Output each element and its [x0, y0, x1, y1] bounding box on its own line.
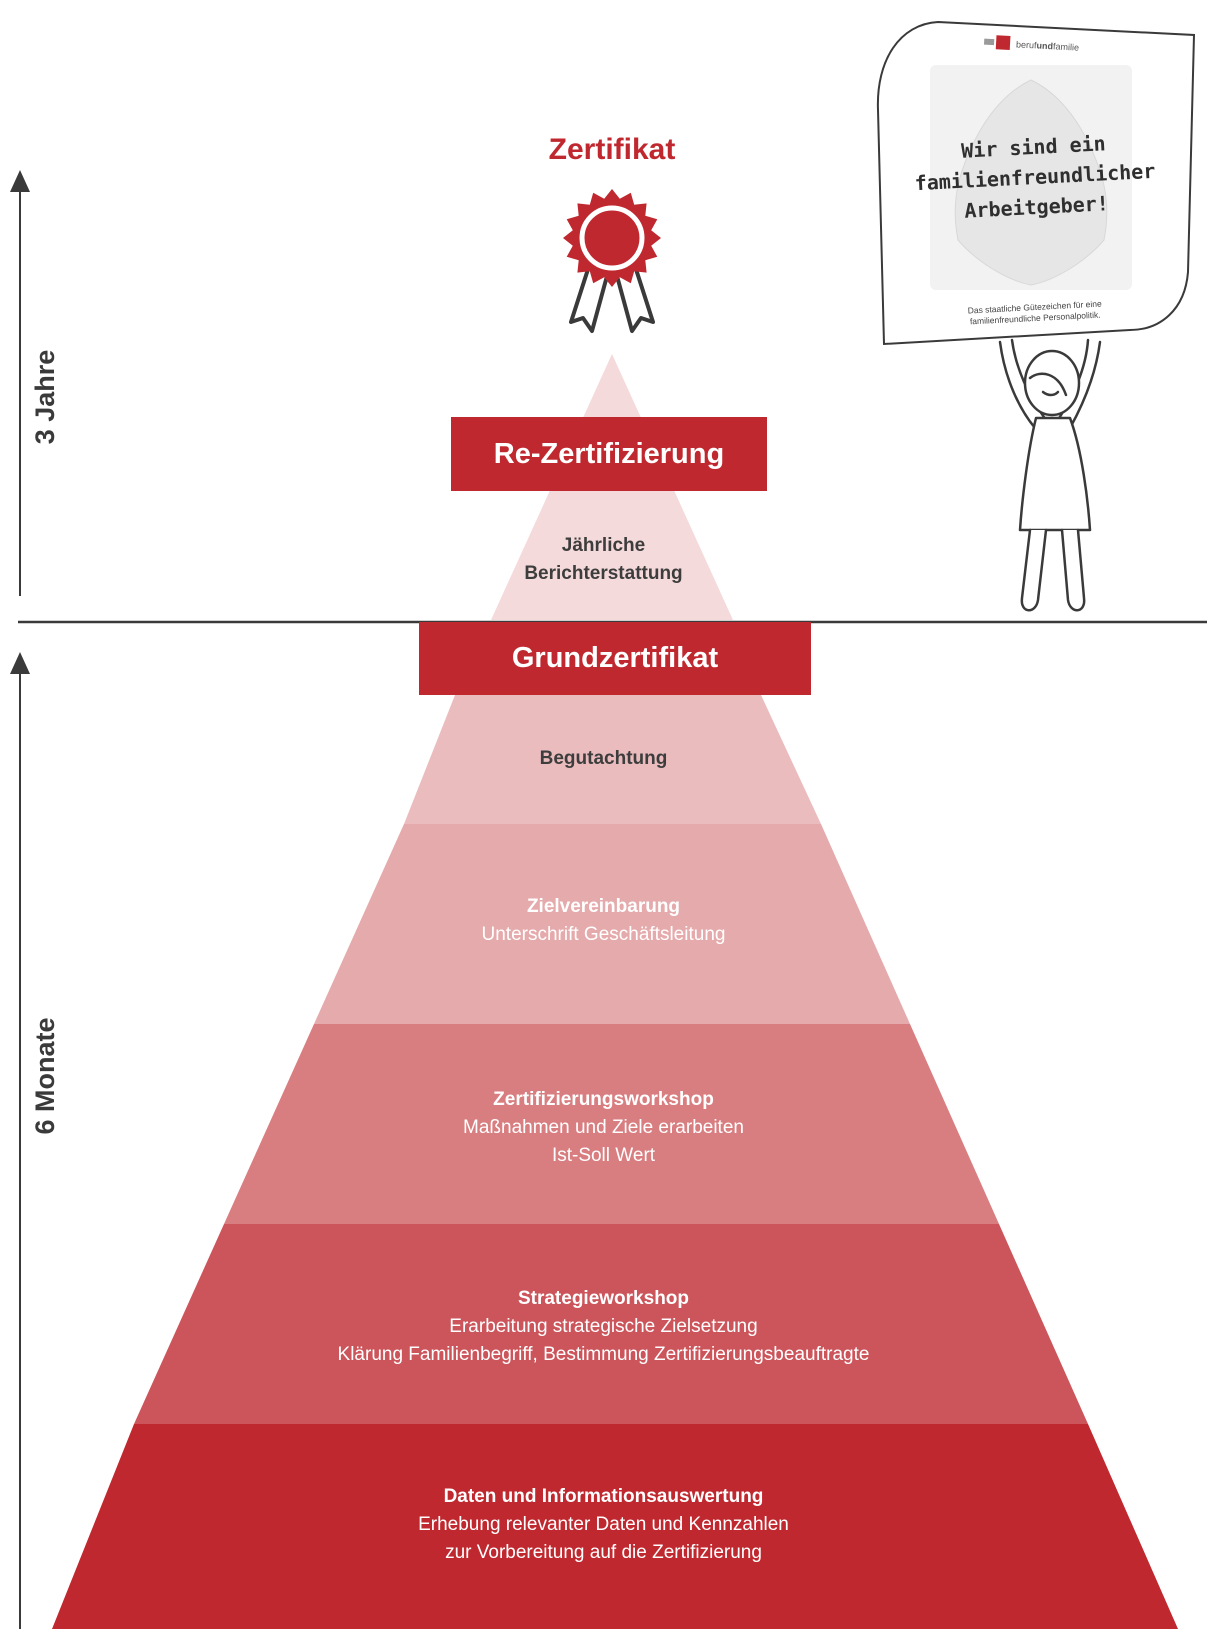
re-certification-banner: Re-Zertifizierung: [451, 417, 767, 491]
axis-label-upper: 3 Jahre: [30, 349, 60, 445]
annual-reporting-label: Jährliche Berichterstattung: [0, 532, 1207, 588]
tier-4-title: Strategieworkshop: [517, 1288, 690, 1309]
logo-mark-gray: [983, 38, 995, 46]
sign-logo-text-pre: beruf: [1015, 39, 1037, 51]
base-certificate-banner: Grundzertifikat: [419, 622, 811, 695]
axis-arrowhead-lower: [10, 652, 30, 674]
certificate-title: Zertifikat: [548, 133, 676, 166]
annual-reporting-line1: Jährliche: [561, 535, 646, 556]
tier-2-shape: [314, 824, 910, 1024]
eagle-emblem: [930, 65, 1132, 290]
tier-4-shape: [134, 1224, 1088, 1424]
tier-1-shape: [404, 695, 821, 824]
tier-3-line-1: Maßnahmen und Ziele erarbeiten: [463, 1117, 744, 1138]
sign-board: [876, 20, 1196, 346]
tier-3-shape: [224, 1024, 999, 1224]
tier-4-line-1: Erarbeitung strategische Zielsetzung: [449, 1316, 758, 1337]
tier-2-line-1: Unterschrift Geschäftsleitung: [481, 924, 726, 945]
tier-4-line-2: Klärung Familienbegriff, Bestimmung Zert…: [337, 1344, 870, 1365]
annual-reporting-line2: Berichterstattung: [524, 563, 683, 584]
sign-logo-text-bold: und: [1036, 40, 1054, 52]
tier-5-text: Daten und Informationsauswertung Erhebun…: [0, 1483, 1207, 1567]
tier-1-text: Begutachtung: [0, 745, 1207, 773]
sign-logo-text-post: familie: [1052, 41, 1080, 53]
tier-3-text: Zertifizierungsworkshop Maßnahmen und Zi…: [0, 1086, 1207, 1170]
logo-mark-red: [995, 35, 1011, 50]
tier-5-line-2: zur Vorbereitung auf die Zertifizierung: [445, 1542, 762, 1563]
tier-1-title: Begutachtung: [539, 748, 668, 769]
tier-3-title: Zertifizierungsworkshop: [493, 1089, 714, 1110]
tier-3-line-2: Ist-Soll Wert: [551, 1145, 656, 1166]
tier-2-text: Zielvereinbarung Unterschrift Geschäftsl…: [0, 893, 1207, 949]
tier-5-title: Daten und Informationsauswertung: [443, 1486, 764, 1507]
tier-5-line-1: Erhebung relevanter Daten und Kennzahlen: [418, 1514, 789, 1535]
axis-arrowhead-upper: [10, 170, 30, 192]
tier-4-text: Strategieworkshop Erarbeitung strategisc…: [0, 1285, 1207, 1369]
award-icon: [563, 189, 661, 333]
tier-5-shape: [52, 1424, 1178, 1629]
woman-figure: [998, 338, 1102, 612]
tier-2-title: Zielvereinbarung: [526, 896, 681, 917]
sign-headline: Wir sind ein familienfreundlicher Arbeit…: [908, 126, 1162, 229]
